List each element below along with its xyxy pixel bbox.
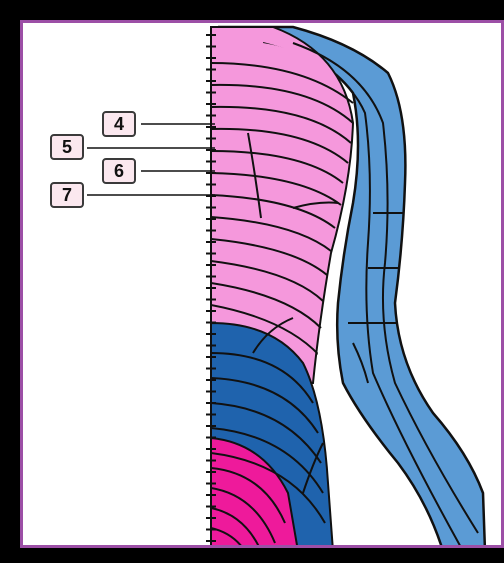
label-4: 4	[102, 111, 136, 137]
diagram-panel: 4 5 6 7	[20, 20, 504, 548]
label-6: 6	[102, 158, 136, 184]
dermatome-diagram	[23, 23, 504, 548]
label-5: 5	[50, 134, 84, 160]
label-7: 7	[50, 182, 84, 208]
